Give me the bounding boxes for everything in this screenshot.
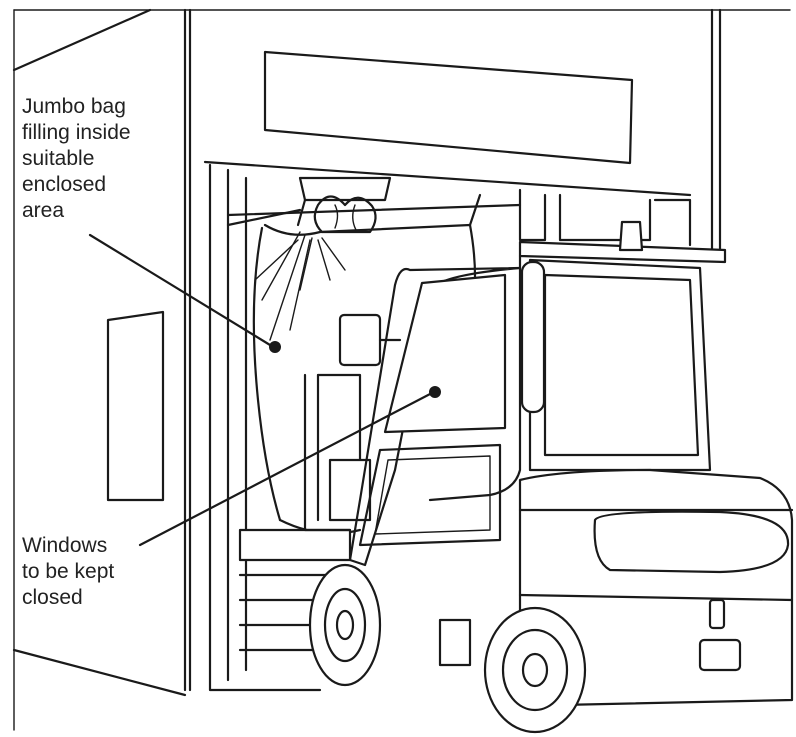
door-window <box>108 312 163 500</box>
jumbo-bag-callout-label: Jumbo bag filling inside suitable enclos… <box>22 94 131 224</box>
cab-pillar <box>522 262 544 412</box>
front-wheel <box>310 565 380 685</box>
rear-wheel <box>485 608 585 732</box>
counterweight <box>595 512 788 572</box>
side-mirror <box>340 315 380 365</box>
roof-light <box>620 222 642 250</box>
windows-callout-label: Windows to be kept closed <box>22 533 114 611</box>
filling-head <box>298 178 480 232</box>
wall-sign-panel <box>265 52 632 163</box>
forklift-mast <box>305 375 370 530</box>
